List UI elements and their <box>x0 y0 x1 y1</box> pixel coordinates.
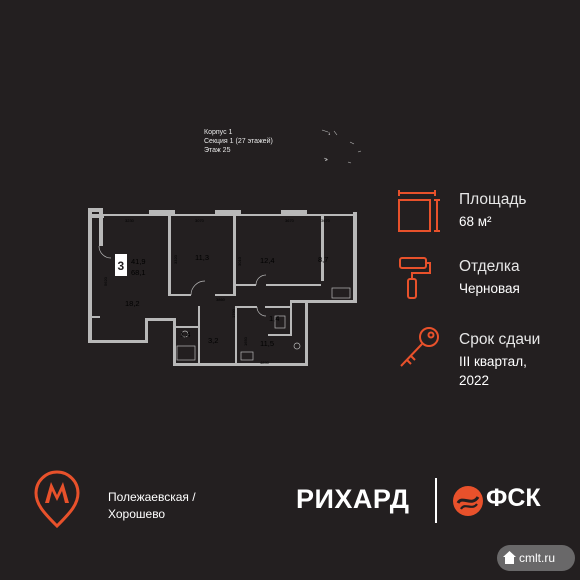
bath-fixture <box>240 351 254 361</box>
metro-icon <box>34 470 80 528</box>
partition <box>237 306 257 308</box>
watermark-text: cmlt.ru <box>519 551 555 565</box>
room-area: 1,4 <box>269 314 279 323</box>
living-area: 41,9 <box>131 257 146 266</box>
partition <box>198 306 200 363</box>
window <box>149 210 175 216</box>
sink <box>181 330 189 338</box>
room-area: 1,4 <box>180 330 190 339</box>
logo-divider <box>435 478 437 523</box>
dimension: 3230 <box>125 218 135 223</box>
dimension: 5620 <box>103 276 108 286</box>
metro-station: Полежаевская / Хорошево <box>108 489 196 523</box>
rooms-count: 3 <box>118 259 125 273</box>
room-area: 8,7 <box>318 255 328 264</box>
partition <box>171 294 191 296</box>
wall <box>173 363 308 366</box>
apartment-floor-plan: 3 41,9 68,1 18,2 11,3 12,4 8,7 1,4 3,2 1… <box>88 208 357 366</box>
door-arc <box>256 306 267 317</box>
section-label: Секция 1 (27 этажей) <box>204 138 273 145</box>
room-area: 3,2 <box>208 336 218 345</box>
partition <box>290 300 292 335</box>
toilet <box>293 342 301 350</box>
total-area: 68,1 <box>131 268 146 277</box>
shower <box>274 315 286 329</box>
door-arc <box>190 280 206 296</box>
wall <box>99 208 103 246</box>
watermark: cmlt.ru <box>497 545 575 571</box>
finish-value: Черновая <box>459 281 520 296</box>
partition <box>235 306 237 363</box>
wall <box>88 340 148 343</box>
delivery-label: Срок сдачи <box>459 331 541 348</box>
fsk-logo-icon <box>453 486 483 516</box>
fsk-logo: ФСК <box>486 484 541 512</box>
bathtub <box>176 345 196 361</box>
wall <box>145 318 148 343</box>
wall <box>173 318 176 366</box>
building-info: Корпус 1 Секция 1 (27 этажей) Этаж 25 <box>204 128 273 155</box>
dimension: 3320 <box>173 254 178 264</box>
metro-station-line2: Хорошево <box>108 507 166 521</box>
window <box>281 210 307 216</box>
delivery-quarter: III квартал, <box>459 354 527 369</box>
scheme-number-2: 2 <box>325 157 328 162</box>
dimension: 3670 <box>285 218 295 223</box>
dimension: 3070 <box>195 218 205 223</box>
window <box>215 210 241 216</box>
partition <box>321 216 324 281</box>
area-label: Площадь <box>459 191 527 208</box>
wall <box>92 214 104 218</box>
rihard-logo: РИХАРД <box>296 484 410 514</box>
partition <box>233 216 236 296</box>
wall <box>353 212 357 302</box>
partition <box>236 284 256 286</box>
partition <box>92 316 100 318</box>
korpus-label: Корпус 1 <box>204 129 233 136</box>
door-arc <box>98 245 112 259</box>
key-icon <box>400 327 439 367</box>
metro-station-line1: Полежаевская / <box>108 490 196 504</box>
house-icon <box>503 551 516 564</box>
room-area: 12,4 <box>260 256 275 265</box>
dimension: 3860 <box>216 297 226 302</box>
room-area: 11,3 <box>195 253 209 262</box>
kitchen-counter <box>331 287 351 299</box>
finish-label: Отделка <box>459 258 520 275</box>
building-scheme-icon: 1 2 <box>321 129 362 164</box>
partition <box>266 284 321 286</box>
wall <box>88 208 92 343</box>
area-icon <box>398 190 440 232</box>
floor-label: Этаж 25 <box>204 147 231 154</box>
partition <box>265 306 290 308</box>
scheme-number-1: 1 <box>328 131 331 136</box>
room-area: 11,5 <box>260 339 274 348</box>
dimension: 4890 <box>260 360 270 365</box>
dimension: 1790 <box>231 308 236 318</box>
partition <box>268 334 292 336</box>
area-value: 68 м² <box>459 214 492 229</box>
dimension: 1650 <box>243 336 248 346</box>
room-area: 18,2 <box>125 299 140 308</box>
wall <box>88 208 99 212</box>
partition <box>168 216 171 296</box>
rooms-count-badge <box>115 254 127 276</box>
delivery-year: 2022 <box>459 373 490 388</box>
door-arc <box>255 274 267 286</box>
wall <box>290 300 357 303</box>
wall <box>145 318 175 321</box>
partition <box>176 326 198 328</box>
partition <box>215 294 233 296</box>
dimension: 3670 <box>321 218 331 223</box>
dimension: 3010 <box>237 256 242 266</box>
wall <box>305 302 308 366</box>
paint-roller-icon <box>399 257 431 299</box>
